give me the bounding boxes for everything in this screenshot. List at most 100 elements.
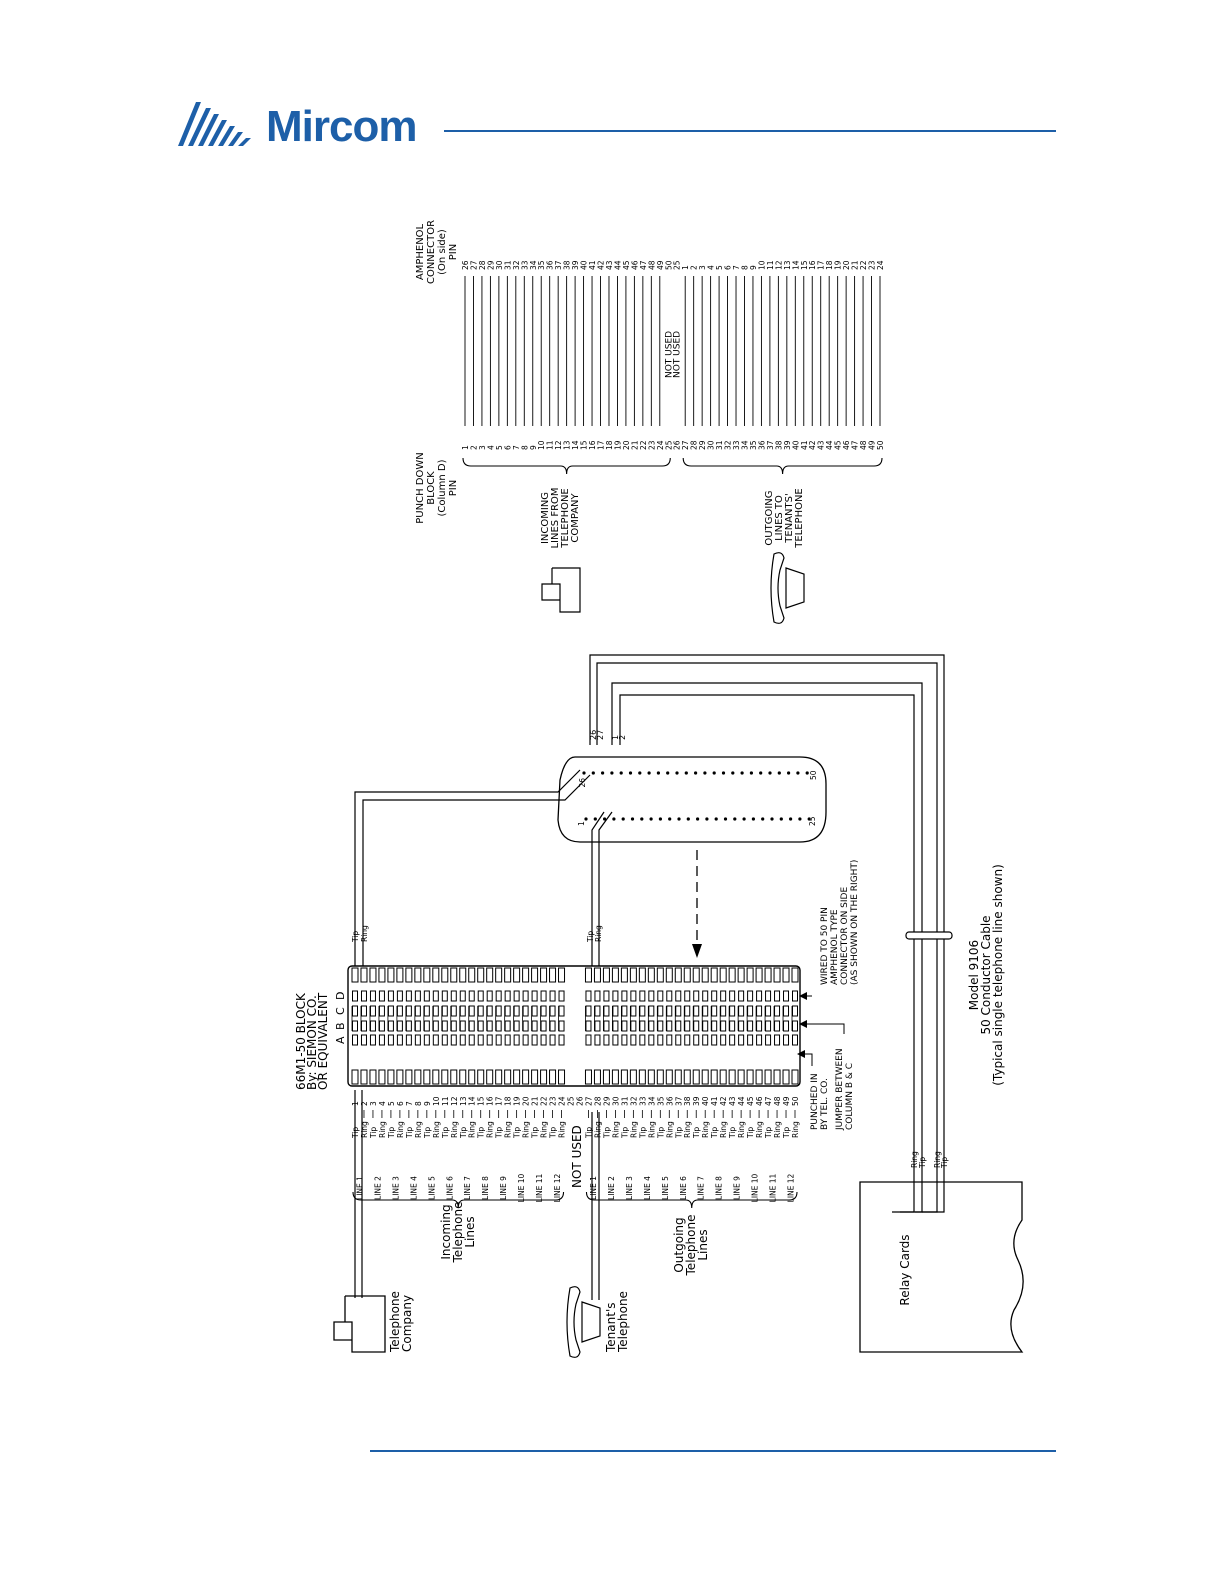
ring-label: Ring	[540, 1121, 549, 1138]
block-pin-number: 11	[441, 1096, 450, 1106]
clip	[648, 1034, 655, 1046]
ring-label: Ring	[378, 1121, 387, 1138]
clip	[522, 1020, 529, 1032]
clip-row	[746, 967, 754, 1085]
cable-conductor	[596, 662, 938, 1213]
punch-pin-number: 29	[698, 440, 707, 450]
clip	[387, 1020, 394, 1032]
clip-row	[692, 967, 700, 1085]
connector-top-label: 26	[589, 730, 598, 740]
clip-tab	[656, 967, 664, 983]
amphenol-pin-number: 24	[876, 260, 885, 270]
cable-label: (Typical single telephone line shown)	[991, 864, 1005, 1086]
clip	[369, 1005, 376, 1017]
clip	[468, 1034, 475, 1046]
building-outline	[541, 567, 581, 613]
block-title: OR EQUIVALENT	[316, 992, 330, 1090]
connector-pin	[591, 771, 595, 775]
clip	[414, 1005, 421, 1017]
clip	[477, 1034, 484, 1046]
clip-tab	[477, 967, 485, 983]
outgoing-group-label: OUTGOING	[764, 490, 775, 545]
clip	[702, 1020, 709, 1032]
clip	[729, 1020, 736, 1032]
clip-tab	[773, 1069, 781, 1085]
block-pin-number: 3	[369, 1101, 378, 1106]
clip-tab	[531, 1069, 539, 1085]
clip	[738, 1005, 745, 1017]
clip	[630, 1005, 637, 1017]
amphenol-header: PIN	[448, 244, 459, 260]
clip	[378, 1020, 385, 1032]
relay-pin-label: Tip	[940, 1157, 949, 1169]
wire-pair-c	[591, 811, 605, 966]
clip	[441, 990, 448, 1002]
clip	[639, 990, 646, 1002]
clip	[513, 1005, 520, 1017]
clip-tab	[423, 1069, 431, 1085]
clip	[486, 1005, 493, 1017]
amphenol-pin-number: 25	[673, 260, 682, 270]
connector-end-label: 26	[578, 778, 587, 788]
block-pin-number: 2	[360, 1101, 369, 1106]
clip-row	[351, 967, 359, 1085]
clip-row	[495, 967, 503, 1085]
connector-pin	[770, 817, 774, 821]
clip-row	[647, 967, 655, 1085]
clip	[774, 990, 781, 1002]
tip-label: Tip	[549, 1127, 558, 1139]
clip-row	[558, 967, 566, 1085]
connector-end-label: 1	[577, 821, 586, 826]
punch-pin-number: 12	[554, 440, 563, 450]
clip-row	[584, 967, 592, 1085]
clip	[675, 1020, 682, 1032]
tip-label: Tip	[513, 1127, 522, 1139]
tip-label: Tip	[620, 1127, 629, 1139]
connector-pin	[675, 771, 679, 775]
clip	[603, 1020, 610, 1032]
clip	[486, 1034, 493, 1046]
block-pin-number: 48	[773, 1096, 782, 1106]
clip	[612, 1005, 619, 1017]
connector-pin	[630, 817, 635, 821]
punch-pin-number: 42	[808, 440, 817, 450]
punch-pin-number: 11	[546, 440, 555, 450]
clip-tab	[647, 967, 655, 983]
incoming-table-brace	[462, 457, 671, 475]
amphenol-header: (On side)	[437, 229, 448, 275]
clip	[765, 1005, 772, 1017]
ring-label: Ring	[558, 1121, 567, 1138]
clip	[639, 1020, 646, 1032]
clip	[540, 1020, 547, 1032]
clip-tab	[459, 967, 467, 983]
clip	[747, 1020, 754, 1032]
clip-tab	[611, 967, 619, 983]
punch-header: BLOCK	[426, 471, 437, 505]
clip-tab	[629, 1069, 637, 1085]
clip	[675, 1034, 682, 1046]
tip-label: Tip	[495, 1127, 504, 1139]
block-pin-number: 23	[549, 1096, 558, 1106]
punch-pin-number: 41	[800, 440, 809, 450]
clip	[711, 1034, 718, 1046]
clip	[477, 990, 484, 1002]
clip	[630, 1034, 637, 1046]
clip-tab	[513, 967, 521, 983]
clip	[495, 1020, 502, 1032]
clip-tab	[477, 1069, 485, 1085]
block-pin-number: 49	[782, 1096, 791, 1106]
clip	[352, 1005, 358, 1017]
clip-tab	[764, 1069, 772, 1085]
clip-tab	[450, 967, 458, 983]
clip-tab	[728, 1069, 736, 1085]
clip	[729, 1005, 736, 1017]
clip	[405, 1034, 412, 1046]
clip-row	[602, 967, 610, 1085]
block-pin-number: 50	[791, 1096, 800, 1106]
block-pin-number: 18	[504, 1096, 513, 1106]
amphenol-pin-number: 15	[800, 260, 809, 270]
ring-label: Ring	[360, 1121, 369, 1138]
clip	[423, 1020, 430, 1032]
amphenol-pin-number: 11	[766, 260, 775, 270]
